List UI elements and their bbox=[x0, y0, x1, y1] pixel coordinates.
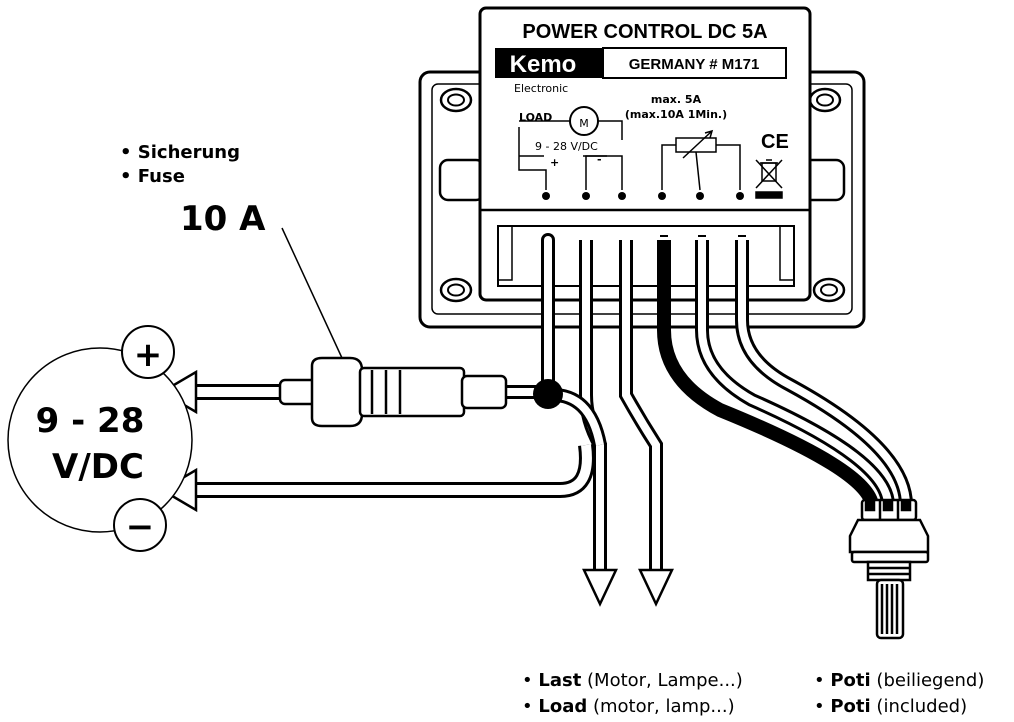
max-current: max. 5A bbox=[651, 93, 702, 106]
load-arrow-left bbox=[582, 568, 618, 607]
negative-sign: − bbox=[126, 507, 155, 547]
fuse-rating: 10 A bbox=[180, 199, 266, 239]
brand-name: Kemo bbox=[510, 51, 577, 78]
poti-caption: • Poti (beiliegend) • Poti (included) bbox=[814, 670, 984, 717]
max-current-peak: (max.10A 1Min.) bbox=[625, 108, 727, 121]
fuse-label-de: • Sicherung bbox=[120, 142, 240, 163]
module-voltage-range: 9 - 28 V/DC bbox=[535, 140, 598, 153]
positive-sign: + bbox=[134, 335, 163, 375]
poti-caption-en: • Poti (included) bbox=[814, 696, 967, 717]
wire-poti-middle bbox=[695, 240, 895, 506]
supply-wire-negative bbox=[190, 443, 595, 498]
positive-terminal-symbol: + bbox=[121, 325, 175, 379]
fuse-holder bbox=[278, 356, 508, 428]
mounting-hole-bottom-right bbox=[812, 277, 846, 303]
load-plus-sign: + bbox=[550, 156, 559, 169]
load-schematic bbox=[518, 120, 623, 190]
potentiometer bbox=[848, 498, 930, 640]
supply-voltage-line2: V/DC bbox=[52, 447, 144, 487]
load-label: LOAD bbox=[519, 111, 552, 124]
weee-bin-icon bbox=[755, 159, 783, 199]
model-box bbox=[602, 47, 787, 79]
potentiometer-symbol bbox=[661, 129, 741, 191]
terminal-dots bbox=[542, 192, 744, 200]
mounting-hole-bottom-left bbox=[439, 277, 473, 303]
motor-letter: M bbox=[579, 117, 589, 130]
junction-dot bbox=[533, 379, 563, 409]
poti-caption-de: • Poti (beiliegend) bbox=[814, 670, 984, 691]
fuse-label-en: • Fuse bbox=[120, 166, 185, 187]
motor-symbol: M bbox=[569, 106, 599, 136]
load-arrow-right bbox=[638, 568, 674, 607]
negative-terminal-symbol: − bbox=[113, 498, 167, 552]
power-supply-circle bbox=[7, 347, 193, 533]
module-title: POWER CONTROL DC 5A bbox=[522, 21, 767, 43]
model-number: GERMANY # M171 bbox=[629, 56, 760, 73]
ce-mark: CE bbox=[761, 131, 789, 153]
supply-voltage-line1: 9 - 28 bbox=[36, 401, 145, 441]
brand-subtitle: Electronic bbox=[514, 82, 568, 95]
load-caption: • Last (Motor, Lampe...) • Load (motor, … bbox=[522, 670, 743, 717]
wire-poti-right bbox=[735, 240, 913, 506]
fuse-leader-line bbox=[281, 227, 343, 359]
load-caption-en: • Load (motor, lamp...) bbox=[522, 696, 735, 717]
mounting-hole-top-left bbox=[439, 87, 473, 113]
load-caption-de: • Last (Motor, Lampe...) bbox=[522, 670, 743, 691]
kemo-logo: Kemo ® bbox=[495, 45, 610, 78]
wire-load-minus bbox=[619, 240, 663, 570]
load-minus-sign: - bbox=[597, 153, 602, 166]
wire-poti-black bbox=[657, 240, 879, 507]
